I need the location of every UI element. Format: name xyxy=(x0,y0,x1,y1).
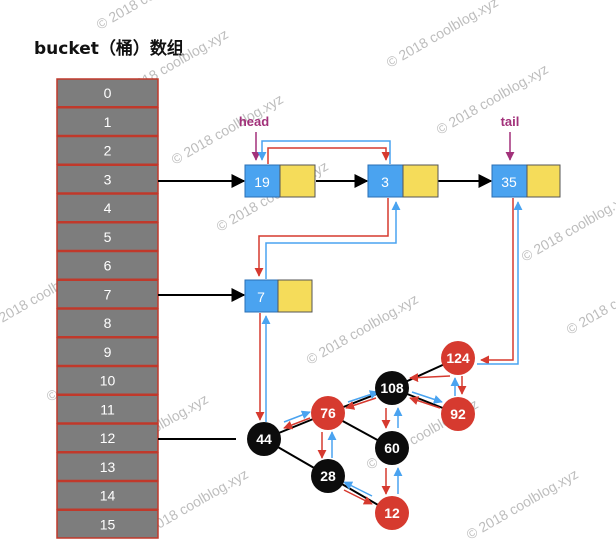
bucket-index: 10 xyxy=(100,373,116,389)
tree-node-76: 76 xyxy=(311,396,345,430)
list-node-35: 35 xyxy=(491,164,561,198)
bucket-index: 8 xyxy=(104,315,112,331)
bucket-index: 5 xyxy=(104,229,112,245)
tree-node-60: 60 xyxy=(375,431,409,465)
red-black-tree: 108 124 92 76 60 44 28 12 xyxy=(247,341,475,530)
blue-pointer-76-108 xyxy=(347,390,379,403)
watermark: © 2018 coolblog.xyz xyxy=(434,61,551,138)
watermark: © 2018 coolblog.xyz xyxy=(519,188,616,265)
blue-pointer-12-28 xyxy=(343,481,373,497)
bucket-cell: 1 xyxy=(56,107,159,137)
tree-list-pointers xyxy=(283,373,467,505)
red-pointer-108-76 xyxy=(345,397,377,410)
list-node-19: 19 xyxy=(244,164,316,198)
bucket-cell: 6 xyxy=(56,250,159,280)
tree-node-value: 76 xyxy=(320,405,336,421)
list-node-3: 3 xyxy=(367,164,439,198)
tree-node-value: 60 xyxy=(384,440,400,456)
tree-node-value: 44 xyxy=(256,431,272,447)
bucket-cell: 3 xyxy=(56,164,159,194)
tree-node-value: 12 xyxy=(384,505,400,521)
blue-pointer-7-3 xyxy=(265,201,401,279)
tree-node-value: 108 xyxy=(380,380,404,396)
blue-pointer-3-19 xyxy=(257,140,391,164)
bucket-index: 7 xyxy=(104,286,112,302)
bucket-cell: 15 xyxy=(56,509,159,539)
bucket-cell: 7 xyxy=(56,279,159,309)
red-pointer-3-7 xyxy=(254,198,389,277)
bucket-cell: 8 xyxy=(56,308,159,338)
list-node-7: 7 xyxy=(244,279,313,313)
bucket-index: 1 xyxy=(104,114,112,130)
watermark: © 2018 coolblog.xyz xyxy=(464,466,581,543)
bucket-index: 15 xyxy=(100,516,116,532)
watermark: © 2018 coolblog.xyz xyxy=(564,261,616,338)
bucket-cell: 2 xyxy=(56,135,159,165)
bucket-index: 13 xyxy=(100,459,116,475)
head-text: head xyxy=(239,114,269,129)
tree-node-124: 124 xyxy=(441,341,475,375)
bucket-index: 6 xyxy=(104,258,112,274)
red-pointer-92-108 xyxy=(409,396,441,409)
list-node-value: 19 xyxy=(254,174,270,190)
red-pointer-124-108 xyxy=(409,373,451,383)
list-node-value: 35 xyxy=(501,174,517,190)
tree-node-value: 28 xyxy=(320,468,336,484)
watermark: © 2018 coolblog.xyz xyxy=(304,291,421,368)
bucket-cell: 0 xyxy=(56,78,159,108)
watermark: © 2018 coolblog.xyz xyxy=(384,0,501,71)
head-label: head xyxy=(239,114,269,161)
red-pointer-19-3 xyxy=(267,147,391,164)
bucket-index: 0 xyxy=(104,85,112,101)
tree-node-12: 12 xyxy=(375,496,409,530)
bucket-index: 4 xyxy=(104,200,112,216)
tree-node-44: 44 xyxy=(247,422,281,456)
blue-pointer-44-76 xyxy=(283,410,311,423)
bucket-index: 14 xyxy=(100,488,116,504)
watermark: © 2018 coolblog.xyz xyxy=(94,0,211,33)
blue-pointer-108-92 xyxy=(411,391,443,404)
bucket-pointers xyxy=(158,174,493,440)
tree-node-92: 92 xyxy=(441,397,475,431)
red-pointer-35-124 xyxy=(480,198,514,365)
bucket-cell: 9 xyxy=(56,337,159,367)
bucket-index: 2 xyxy=(104,143,112,159)
blue-pointer-124-35 xyxy=(477,201,523,365)
tree-node-value: 92 xyxy=(450,406,466,422)
red-pointer-28-12 xyxy=(343,489,373,505)
bucket-index: 11 xyxy=(100,401,115,417)
bucket-cell: 11 xyxy=(56,394,159,424)
list-node-value: 3 xyxy=(381,174,389,190)
tree-node-108: 108 xyxy=(375,371,409,405)
diagram-title: bucket（桶）数组 xyxy=(34,39,184,59)
doubly-linked-pointers xyxy=(254,140,523,422)
bucket-index: 3 xyxy=(104,171,112,187)
red-pointer-76-44 xyxy=(283,417,311,430)
tree-node-value: 124 xyxy=(446,350,470,366)
list-node-value: 7 xyxy=(257,289,265,305)
bucket-cell: 4 xyxy=(56,193,159,223)
bucket-cell: 12 xyxy=(56,423,159,453)
bucket-index: 12 xyxy=(100,430,116,446)
tail-text: tail xyxy=(501,114,520,129)
bucket-cell: 10 xyxy=(56,365,159,395)
bucket-cell: 13 xyxy=(56,452,159,482)
tree-node-28: 28 xyxy=(311,459,345,493)
tail-label: tail xyxy=(501,114,520,161)
bucket-cell: 14 xyxy=(56,480,159,510)
bucket-index: 9 xyxy=(104,344,112,360)
bucket-cell: 5 xyxy=(56,222,159,252)
